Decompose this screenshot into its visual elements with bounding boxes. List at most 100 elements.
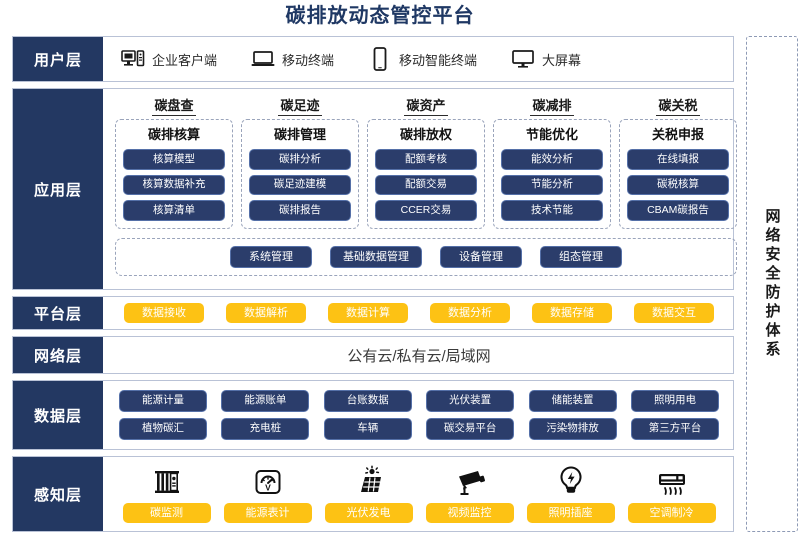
management-button-device[interactable]: 设备管理 xyxy=(440,245,522,268)
sense-device-item[interactable]: 照明插座 xyxy=(525,463,617,524)
app-module-button[interactable]: 配额考核 xyxy=(375,149,477,170)
sense-device-item[interactable]: 空调制冷 xyxy=(626,463,718,524)
app-module-button[interactable]: 节能分析 xyxy=(501,174,603,196)
user-terminal-label: 移动终端 xyxy=(282,52,335,68)
desktop-tower-icon xyxy=(121,48,145,70)
sense-device-label[interactable]: 视频监控 xyxy=(425,502,514,524)
sense-device-item[interactable]: 碳监测 xyxy=(121,463,213,524)
layer-row-network: 网络层 公有云/私有云/局域网 xyxy=(12,336,734,374)
user-terminal-label: 移动智能终端 xyxy=(399,52,478,68)
app-management-bar: 系统管理 基础数据管理 设备管理 组态管理 xyxy=(115,237,737,276)
app-module-button[interactable]: 配额交易 xyxy=(375,174,477,196)
platform-capability-button[interactable]: 数据接收 xyxy=(124,302,204,324)
data-source-grid: 能源计量 能源账单 台账数据 光伏装置 储能装置 照明用电 植物碳汇 充电桩 车… xyxy=(105,384,733,445)
user-terminal-item[interactable]: 移动终端 xyxy=(251,48,334,70)
layer-label-user: 用户层 xyxy=(13,37,105,81)
app-module-button[interactable]: CBAM碳报告 xyxy=(627,200,729,221)
app-module-button[interactable]: 能效分析 xyxy=(501,149,603,170)
app-group-box: 碳排核算 核算模型 核算数据补充 核算清单 xyxy=(115,119,233,229)
app-module-button[interactable]: 碳排报告 xyxy=(249,200,351,221)
laptop-icon xyxy=(251,48,275,70)
user-terminal-label: 大屏幕 xyxy=(542,52,582,68)
app-module-button[interactable]: 核算清单 xyxy=(123,200,225,221)
layer-row-user: 用户层 xyxy=(12,36,734,82)
app-group-carbon-asset: 碳资产 碳排放权 配额考核 配额交易 CCER交易 xyxy=(367,95,485,229)
app-group-head: 碳盘查 xyxy=(152,95,196,116)
layer-body-app: 碳盘查 碳排核算 核算模型 核算数据补充 核算清单 碳足迹 碳排管理 碳排分析 … xyxy=(105,89,747,289)
data-source-button[interactable]: 第三方平台 xyxy=(630,418,719,440)
app-group-subtitle: 碳排管理 xyxy=(273,127,326,142)
app-module-button[interactable]: 碳排分析 xyxy=(249,149,351,170)
user-terminal-item[interactable]: 移动智能终端 xyxy=(368,47,478,71)
platform-capability-button[interactable]: 数据计算 xyxy=(328,302,408,324)
management-button-system[interactable]: 系统管理 xyxy=(230,245,312,268)
layer-body-network: 公有云/私有云/局域网 xyxy=(105,337,733,373)
sense-device-label[interactable]: 空调制冷 xyxy=(627,502,716,524)
app-module-button[interactable]: 碳税核算 xyxy=(627,174,729,196)
app-group-subtitle: 关税申报 xyxy=(651,127,704,142)
big-screen-icon xyxy=(511,48,535,70)
smartphone-icon xyxy=(368,47,392,71)
app-group-subtitle: 碳排核算 xyxy=(147,127,200,142)
data-source-button[interactable]: 储能装置 xyxy=(528,390,617,412)
platform-capability-button[interactable]: 数据解析 xyxy=(226,302,306,324)
app-module-button[interactable]: CCER交易 xyxy=(375,200,477,221)
platform-capability-button[interactable]: 数据交互 xyxy=(634,302,714,324)
management-button-configuration[interactable]: 组态管理 xyxy=(540,245,622,268)
user-terminal-item[interactable]: 大屏幕 xyxy=(511,48,581,70)
app-module-button[interactable]: 核算模型 xyxy=(123,149,225,170)
app-group-carbon-inventory: 碳盘查 碳排核算 核算模型 核算数据补充 核算清单 xyxy=(115,95,233,229)
data-source-button[interactable]: 碳交易平台 xyxy=(426,418,515,440)
carbon-monitor-icon xyxy=(152,463,182,497)
platform-capability-list: 数据接收 数据解析 数据计算 数据分析 数据存储 数据交互 xyxy=(105,302,733,324)
data-source-row: 植物碳汇 充电桩 车辆 碳交易平台 污染物排放 第三方平台 xyxy=(119,418,719,440)
layer-label-app: 应用层 xyxy=(13,89,105,289)
data-source-button[interactable]: 照明用电 xyxy=(630,390,719,412)
platform-capability-button[interactable]: 数据存储 xyxy=(532,302,612,324)
sense-device-label[interactable]: 碳监测 xyxy=(122,502,211,524)
sense-device-label[interactable]: 照明插座 xyxy=(526,502,615,524)
energy-meter-icon: V xyxy=(253,463,283,497)
data-source-button[interactable]: 充电桩 xyxy=(221,418,310,440)
layer-body-user: 企业客户端 移动终端 xyxy=(105,37,733,81)
svg-text:V: V xyxy=(265,483,271,493)
app-group-list: 碳盘查 碳排核算 核算模型 核算数据补充 核算清单 碳足迹 碳排管理 碳排分析 … xyxy=(115,95,737,229)
app-group-subtitle: 节能优化 xyxy=(525,127,578,142)
layer-body-platform: 数据接收 数据解析 数据计算 数据分析 数据存储 数据交互 xyxy=(105,297,733,329)
app-group-box: 碳排放权 配额考核 配额交易 CCER交易 xyxy=(367,119,485,229)
data-source-button[interactable]: 能源计量 xyxy=(119,390,207,412)
sense-device-item[interactable]: 视频监控 xyxy=(424,463,516,524)
data-source-button[interactable]: 能源账单 xyxy=(221,390,310,412)
light-bulb-icon xyxy=(558,463,584,497)
app-module-button[interactable]: 在线填报 xyxy=(627,149,729,170)
management-button-basic-data[interactable]: 基础数据管理 xyxy=(330,245,422,268)
cctv-camera-icon xyxy=(454,463,486,497)
app-module-button[interactable]: 技术节能 xyxy=(501,200,603,221)
app-group-head: 碳足迹 xyxy=(278,95,322,116)
data-source-button[interactable]: 植物碳汇 xyxy=(119,418,207,440)
app-group-carbon-reduction: 碳减排 节能优化 能效分析 节能分析 技术节能 xyxy=(493,95,611,229)
sense-device-label[interactable]: 能源表计 xyxy=(223,502,312,524)
sense-device-item[interactable]: V 能源表计 xyxy=(222,463,314,524)
layer-label-sense: 感知层 xyxy=(13,457,105,531)
user-terminal-item[interactable]: 企业客户端 xyxy=(121,48,217,70)
app-group-box: 关税申报 在线填报 碳税核算 CBAM碳报告 xyxy=(619,119,737,229)
app-group-head: 碳关税 xyxy=(656,95,700,116)
data-source-button[interactable]: 台账数据 xyxy=(323,390,412,412)
layer-row-sense: 感知层 xyxy=(12,456,734,532)
app-module-button[interactable]: 碳足迹建模 xyxy=(249,174,351,196)
data-source-button[interactable]: 光伏装置 xyxy=(426,390,515,412)
data-source-button[interactable]: 污染物排放 xyxy=(528,418,617,440)
layer-row-app: 应用层 碳盘查 碳排核算 核算模型 核算数据补充 核算清单 碳足迹 碳排管理 xyxy=(12,88,737,290)
app-module-button[interactable]: 核算数据补充 xyxy=(123,174,225,196)
layer-body-sense: 碳监测 V 能源表计 xyxy=(105,457,733,531)
app-group-carbon-tariff: 碳关税 关税申报 在线填报 碳税核算 CBAM碳报告 xyxy=(619,95,737,229)
data-source-button[interactable]: 车辆 xyxy=(323,418,412,440)
platform-capability-button[interactable]: 数据分析 xyxy=(430,302,510,324)
sense-device-label[interactable]: 光伏发电 xyxy=(324,502,413,524)
app-group-carbon-footprint: 碳足迹 碳排管理 碳排分析 碳足迹建模 碳排报告 xyxy=(241,95,359,229)
sense-device-item[interactable]: 光伏发电 xyxy=(323,463,415,524)
app-group-box: 碳排管理 碳排分析 碳足迹建模 碳排报告 xyxy=(241,119,359,229)
security-system-panel: 网络安全防护体系 xyxy=(746,36,798,532)
solar-panel-icon xyxy=(353,463,385,497)
